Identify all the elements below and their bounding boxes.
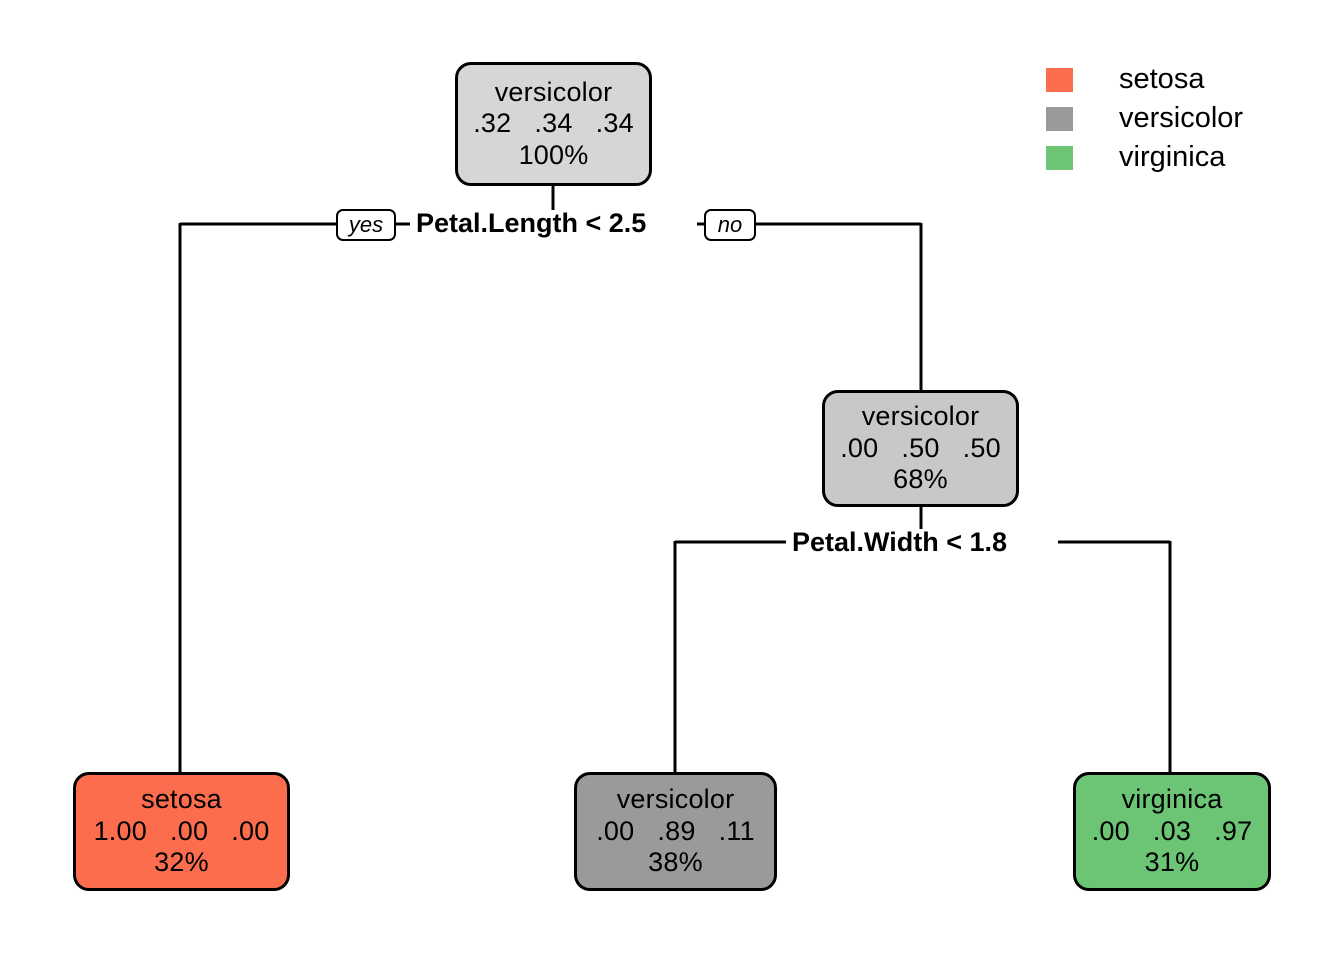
node-virginica-probabilities: .00 .03 .97 [1091,815,1253,846]
legend-label-setosa: setosa [1119,63,1205,95]
split1-yes-box[interactable]: yes [336,209,396,241]
legend-label-versicolor: versicolor [1119,102,1244,134]
split2-condition-label: Petal.Width < 1.8 [786,529,1014,556]
node-setosa-probabilities: 1.00 .00 .00 [93,815,270,846]
legend-swatch-virginica-icon [1046,145,1073,170]
node-internal-right-probabilities: .00 .50 .50 [840,432,1001,463]
tree-node-setosa-leaf[interactable]: setosa 1.00 .00 .00 32% [73,772,290,891]
node-versicolor-class-label: versicolor [616,784,735,815]
tree-node-versicolor-leaf[interactable]: versicolor .00 .89 .11 38% [574,772,777,891]
legend-item-versicolor: versicolor [1046,99,1243,138]
tree-node-internal-right[interactable]: versicolor .00 .50 .50 68% [822,390,1019,507]
node-virginica-percent: 31% [1144,847,1200,878]
legend-item-virginica: virginica [1046,138,1243,177]
split1-no-box[interactable]: no [704,209,756,241]
split1-condition-label: Petal.Length < 2.5 [410,210,653,237]
tree-node-virginica-leaf[interactable]: virginica .00 .03 .97 31% [1073,772,1271,891]
node-internal-right-class-label: versicolor [861,401,980,432]
legend-label-virginica: virginica [1119,141,1226,173]
node-virginica-class-label: virginica [1121,784,1223,815]
node-versicolor-probabilities: .00 .89 .11 [596,815,755,846]
legend-swatch-versicolor-icon [1046,106,1073,131]
node-versicolor-percent: 38% [648,847,703,878]
split1-no-label: no [717,212,743,237]
node-setosa-class-label: setosa [141,784,222,815]
class-legend: setosa versicolor virginica [1046,60,1243,177]
node-setosa-percent: 32% [154,847,209,878]
tree-node-root[interactable]: versicolor .32 .34 .34 100% [455,62,652,186]
node-root-class-label: versicolor [494,76,613,107]
node-root-percent: 100% [518,139,589,170]
legend-item-setosa: setosa [1046,60,1243,99]
node-internal-right-percent: 68% [893,464,948,495]
legend-swatch-setosa-icon [1046,67,1073,92]
node-root-probabilities: .32 .34 .34 [473,108,634,139]
split1-yes-label: yes [348,212,384,237]
